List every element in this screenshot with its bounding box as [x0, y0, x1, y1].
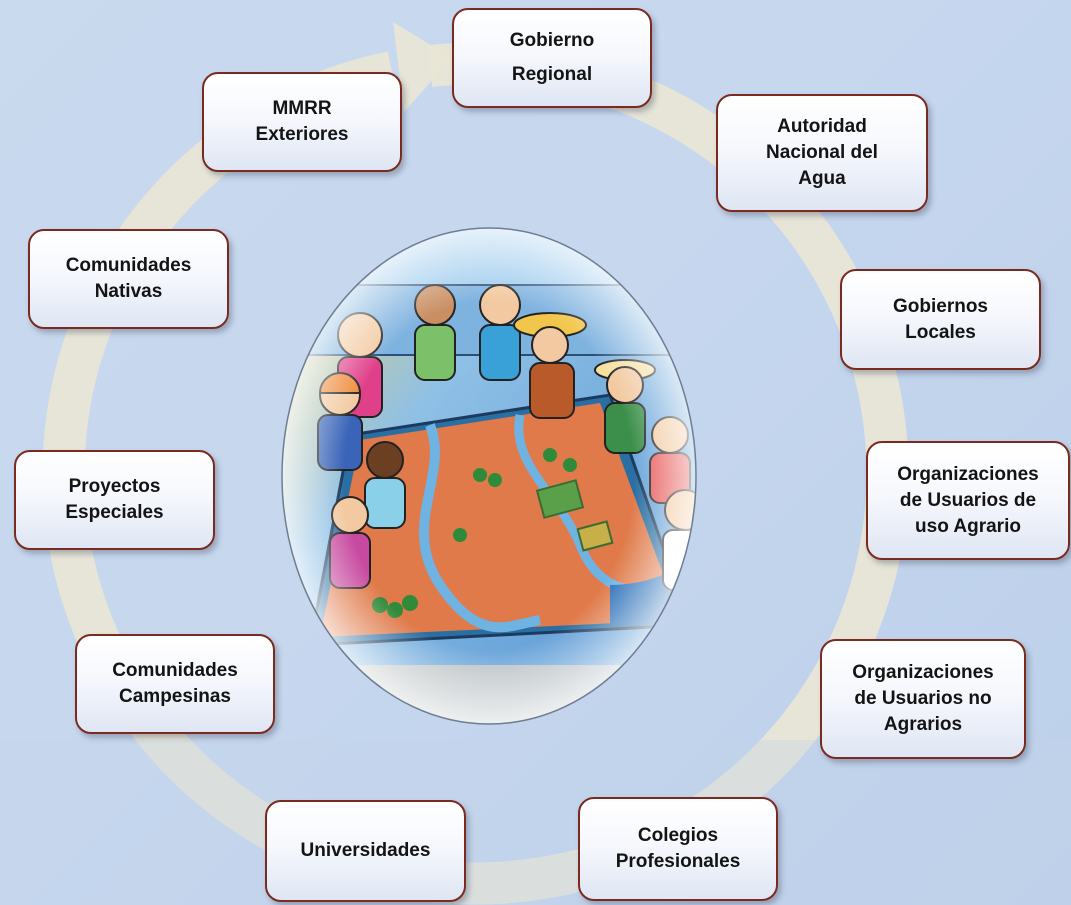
node-organizaciones-usuarios-agrario: Organizaciones de Usuarios de uso Agrari… — [866, 441, 1070, 560]
node-mmrr-exteriores: MMRR Exteriores — [202, 72, 402, 172]
node-label: Organizaciones de Usuarios no Agrarios — [852, 662, 994, 735]
node-label: Universidades — [300, 840, 431, 861]
node-proyectos-especiales: Proyectos Especiales — [14, 450, 215, 550]
node-comunidades-nativas: Comunidades Nativas — [28, 229, 229, 329]
node-autoridad-nacional-del-agua: Autoridad Nacional del Agua — [716, 94, 928, 212]
node-universidades: Universidades — [265, 800, 466, 902]
node-label: Colegios Profesionales — [615, 825, 741, 872]
node-label: Comunidades Nativas — [65, 255, 192, 302]
node-label: Proyectos Especiales — [65, 476, 164, 523]
node-gobierno-regional: Gobierno Regional — [452, 8, 652, 108]
node-label: Gobierno Regional — [509, 30, 595, 85]
node-label: Organizaciones de Usuarios de uso Agrari… — [897, 463, 1039, 537]
node-label: Autoridad Nacional del Agua — [766, 116, 878, 189]
node-label: Gobiernos Locales — [892, 295, 988, 343]
node-comunidades-campesinas: Comunidades Campesinas — [75, 634, 275, 734]
node-label: MMRR Exteriores — [255, 98, 349, 145]
node-organizaciones-usuarios-no-agrarios: Organizaciones de Usuarios no Agrarios — [820, 639, 1026, 759]
node-colegios-profesionales: Colegios Profesionales — [578, 797, 778, 901]
node-label: Comunidades Campesinas — [112, 660, 238, 707]
node-gobiernos-locales: Gobiernos Locales — [840, 269, 1041, 370]
participatory-planning-illustration-icon — [281, 227, 697, 725]
cycle-arrowhead-icon — [393, 22, 452, 112]
